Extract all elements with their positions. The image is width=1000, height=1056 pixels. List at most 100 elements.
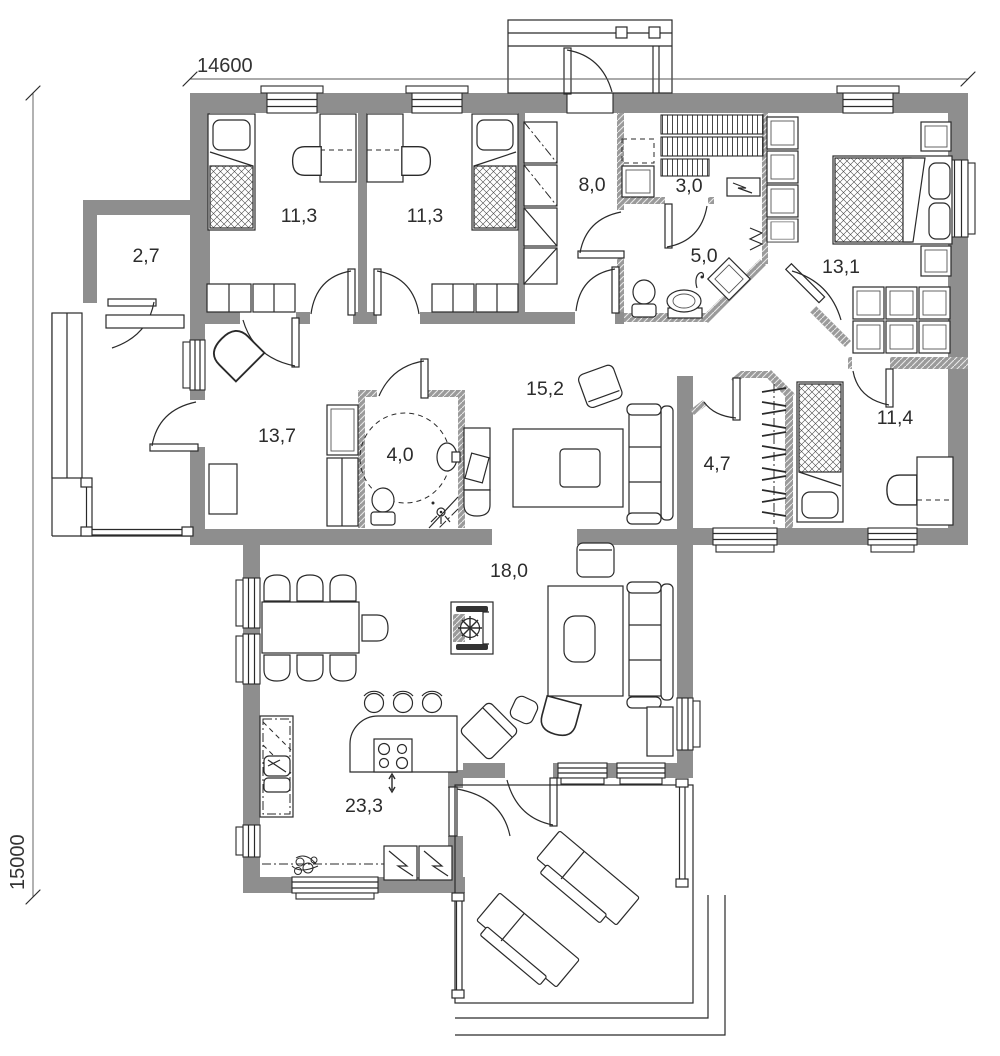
door-swing <box>373 268 420 316</box>
dimension-height-label: 15000 <box>7 834 29 890</box>
living-room-furniture <box>463 364 674 525</box>
dresser-icon <box>431 283 475 313</box>
room-label-storage: 3,0 <box>675 175 702 197</box>
window <box>260 85 324 114</box>
wardrobe-icon <box>326 404 359 527</box>
dimensions: 14600 15000 <box>7 55 976 905</box>
armchair-icon <box>206 323 266 383</box>
window <box>235 633 261 685</box>
side-table-icon <box>646 706 674 757</box>
door-swing <box>310 268 356 316</box>
dining-chair-icon <box>296 654 324 682</box>
window <box>616 762 666 785</box>
electrical-panel-icon <box>726 177 761 197</box>
hangers <box>761 387 787 517</box>
dimension-width: 14600 <box>182 55 976 87</box>
rug <box>547 585 624 697</box>
room-label-bedroom-3: 11,4 <box>877 407 914 429</box>
door-swing <box>784 262 842 321</box>
entrance-porch <box>507 19 673 94</box>
window <box>405 85 469 114</box>
room-label-family-room: 18,0 <box>490 560 528 582</box>
room-labels: 2,7 11,3 11,3 8,0 3,0 5,0 13,1 13,7 4,0 … <box>132 174 913 817</box>
desk-icon <box>916 456 954 526</box>
terrace-door-swing <box>506 777 558 827</box>
cooktop-icon <box>373 738 413 773</box>
window <box>836 85 900 114</box>
dining-table-icon <box>261 601 360 654</box>
desk-icon <box>463 427 491 491</box>
window <box>235 577 261 629</box>
entrance-door-swing <box>563 47 613 95</box>
desk-icon <box>319 113 357 183</box>
door-swing <box>852 368 894 408</box>
refrigerator-icon <box>383 845 418 881</box>
dresser-icon <box>206 283 252 313</box>
terrace-door-swing <box>448 786 511 837</box>
double-bed-icon <box>832 155 953 245</box>
bar-stool-icon <box>363 690 385 714</box>
window <box>291 876 379 900</box>
wardrobe-icon <box>766 116 799 243</box>
armchair-icon <box>460 702 518 760</box>
west-porch <box>51 312 194 537</box>
desk-chair-icon <box>463 489 491 517</box>
dining-chair-icon <box>263 574 291 602</box>
hall-furniture <box>206 323 359 527</box>
sofa-icon <box>626 403 674 525</box>
door-swing <box>378 358 429 399</box>
window <box>676 697 701 751</box>
room-label-master-bedroom: 13,1 <box>822 256 860 278</box>
bedroom-3-furniture <box>796 381 954 526</box>
room-label-kitchen-dining: 23,3 <box>345 795 383 817</box>
windows <box>182 85 976 900</box>
bar-stool-icon <box>392 690 414 714</box>
window <box>182 339 206 391</box>
kitchen-counter <box>259 715 294 818</box>
sun-lounger-icon <box>470 892 581 995</box>
family-room-furniture <box>450 542 674 760</box>
single-bed-icon <box>796 381 844 523</box>
armchair-icon <box>578 364 623 409</box>
desk-chair-icon <box>401 146 432 176</box>
wash-basin-icon <box>666 271 704 319</box>
dining-chair-icon <box>263 654 291 682</box>
nightstand-icon <box>920 121 952 152</box>
rug <box>512 428 624 508</box>
doors <box>107 47 894 837</box>
coffee-table-icon <box>559 448 601 488</box>
interior-walls <box>210 113 624 324</box>
console-table-icon <box>208 463 238 515</box>
plant-icon <box>291 855 319 875</box>
bedroom-2-furniture <box>366 113 519 313</box>
wash-basin-icon <box>436 442 461 472</box>
window <box>947 159 976 238</box>
wardrobe-icon <box>852 286 951 354</box>
toilet-icon <box>631 279 657 318</box>
fireplace-icon <box>450 601 494 655</box>
closet-furniture <box>761 384 787 524</box>
wardrobe-icon <box>523 121 558 285</box>
dimension-height: 15000 <box>7 85 41 905</box>
single-bed-icon <box>207 113 256 231</box>
door-swing <box>575 266 620 314</box>
room-label-bedroom-1: 11,3 <box>281 205 318 227</box>
arrow-icon <box>388 772 396 794</box>
steps <box>455 895 726 1036</box>
kitchen-furniture <box>259 574 458 881</box>
dining-chair-icon <box>329 574 357 602</box>
toilet-icon <box>370 487 396 526</box>
window <box>235 824 261 858</box>
coffee-table-icon <box>563 615 596 663</box>
room-label-vestibule: 2,7 <box>132 245 159 267</box>
room-label-hall: 13,7 <box>258 425 296 447</box>
room-label-walk-in-closet: 4,7 <box>703 453 730 475</box>
kitchen-sink-icon <box>263 755 291 793</box>
dresser-icon <box>475 283 519 313</box>
kitchen-island-icon <box>349 715 458 773</box>
shower-icon <box>706 256 752 302</box>
door-swing <box>149 401 199 452</box>
ottoman-icon <box>509 695 539 725</box>
bathroom-2-furniture <box>631 227 764 319</box>
